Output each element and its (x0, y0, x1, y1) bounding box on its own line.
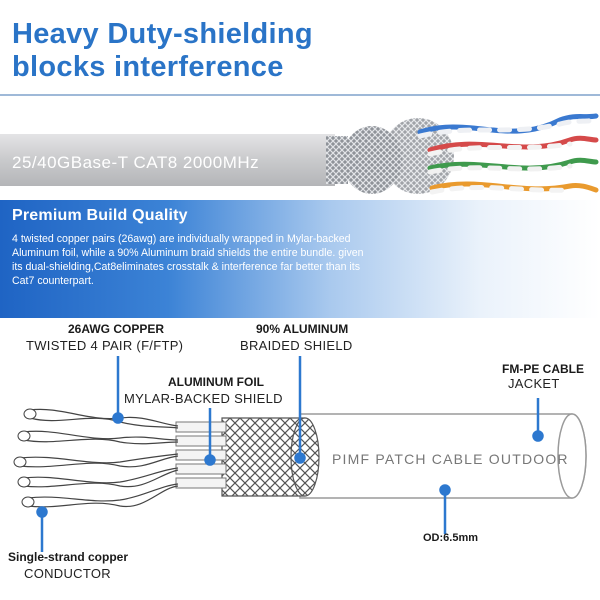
foil-callout-title: ALUMINUM FOIL (168, 375, 264, 389)
conductor-callout-sub: CONDUCTOR (24, 566, 111, 581)
foil-callout-sub: MYLAR-BACKED SHIELD (124, 391, 283, 406)
banner-body: 4 twisted copper pairs (26awg) are indiv… (12, 233, 364, 287)
copper-callout-title: 26AWG COPPER (68, 322, 165, 336)
divider (0, 94, 600, 96)
top-cable-label: 25/40GBase-T CAT8 2000MHz (12, 153, 259, 172)
aluminum-callout-sub: BRAIDED SHIELD (240, 338, 353, 353)
top-cable-jacket (0, 134, 335, 186)
aluminum-callout-title: 90% ALUMINUM (256, 322, 349, 336)
headline-line-1: Heavy Duty-shielding (12, 18, 313, 50)
headline-line-2: blocks interference (12, 51, 284, 83)
diagram-cable-label: PIMF PATCH CABLE OUTDOOR (332, 451, 569, 467)
diagram-twisted-pairs (19, 408, 179, 508)
copper-callout-sub: TWISTED 4 PAIR (F/FTP) (26, 338, 184, 353)
jacket-callout-sub: JACKET (508, 376, 560, 391)
headline: Heavy Duty-shielding blocks interference (12, 18, 332, 84)
banner-title: Premium Build Quality (12, 207, 188, 224)
cable-diagram: PIMF PATCH CABLE OUTDOOR (13, 356, 587, 552)
jacket-callout-title: FM-PE CABLE (502, 362, 584, 376)
feature-banner (0, 200, 600, 318)
diagram-foil-bundles (175, 421, 227, 489)
top-cable-illustration: 25/40GBase-T CAT8 2000MHz (0, 113, 599, 195)
conductor-callout-title: Single-strand copper (8, 550, 129, 564)
od-callout: OD:6.5mm (423, 532, 479, 544)
diagram-conductor-tips (13, 408, 37, 508)
